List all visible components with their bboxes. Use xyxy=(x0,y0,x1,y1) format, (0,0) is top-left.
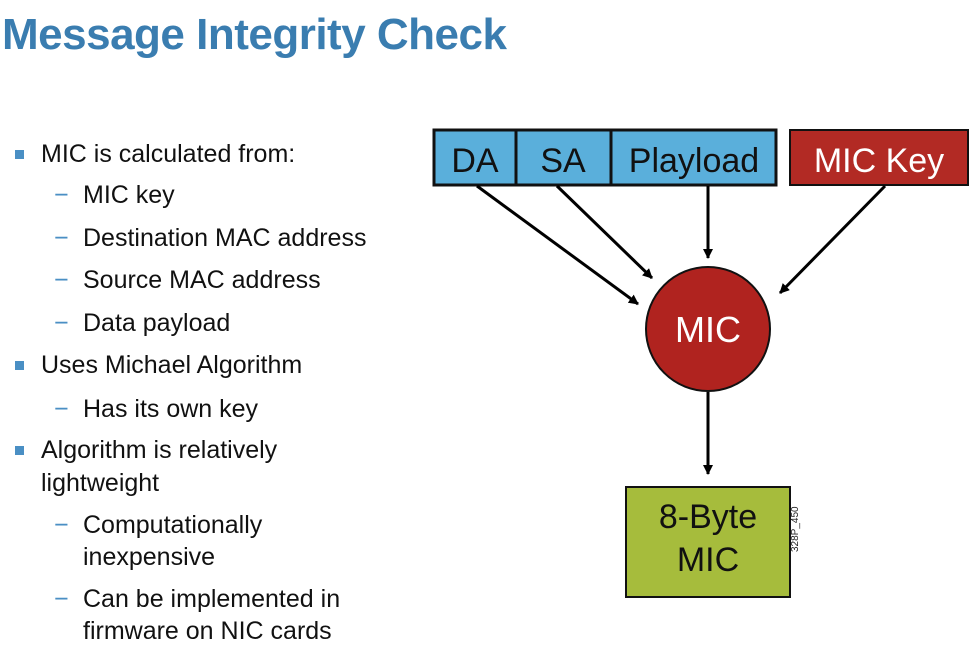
sub-bullet-item: − Source MAC address xyxy=(54,264,393,296)
dash-bullet-icon: − xyxy=(54,309,69,337)
dash-bullet-icon: − xyxy=(54,224,69,252)
square-bullet-icon xyxy=(15,361,24,370)
bullet-text: MIC is calculated from: xyxy=(41,140,296,168)
sub-bullet-item: − Computationally inexpensive xyxy=(54,509,303,573)
sub-bullet-text: Has its own key xyxy=(83,395,259,423)
sub-bullet-item: − Can be implemented in firmware on NIC … xyxy=(54,583,373,647)
square-bullet-icon xyxy=(15,150,24,159)
output-label-line2: MIC xyxy=(677,541,739,579)
dash-bullet-icon: − xyxy=(54,181,69,209)
sa-label: SA xyxy=(540,142,586,180)
da-label: DA xyxy=(451,142,499,180)
sub-bullet-item: − Data payload xyxy=(54,307,393,339)
sub-bullet-item: − Destination MAC address xyxy=(54,222,393,254)
frame-header: DA SA Playload xyxy=(432,128,778,187)
arrow-da-to-mic xyxy=(476,184,639,306)
mic-circle xyxy=(645,266,771,392)
mic-key-box xyxy=(789,129,969,186)
figure-code: 328P_450 xyxy=(790,506,801,552)
sub-bullet-text: Can be implemented in firmware on NIC ca… xyxy=(83,585,341,645)
sub-bullet-text: Source MAC address xyxy=(83,266,321,294)
bullet-text: Uses Michael Algorithm xyxy=(41,351,303,379)
bullet-item: MIC is calculated from: xyxy=(15,138,381,171)
dash-bullet-icon: − xyxy=(54,585,69,613)
output-box xyxy=(625,486,791,598)
sub-bullet-text: Data payload xyxy=(83,309,231,337)
sub-bullet-item: − Has its own key xyxy=(54,393,393,425)
slide-title: Message Integrity Check xyxy=(2,10,507,59)
sa-box xyxy=(514,128,613,187)
output-label-line1: 8-Byte xyxy=(659,498,757,536)
sub-bullet-text: Destination MAC address xyxy=(83,224,367,252)
payload-label: Playload xyxy=(629,142,759,180)
sub-bullet-item: − MIC key xyxy=(54,179,393,211)
payload-box xyxy=(609,128,778,187)
mic-circle-label: MIC xyxy=(675,309,741,350)
dash-bullet-icon: − xyxy=(54,395,69,423)
sub-bullet-text: MIC key xyxy=(83,181,175,209)
bullet-item: Uses Michael Algorithm xyxy=(15,349,381,382)
sub-bullet-text: Computationally inexpensive xyxy=(83,511,263,571)
dash-bullet-icon: − xyxy=(54,266,69,294)
dash-bullet-icon: − xyxy=(54,511,69,539)
square-bullet-icon xyxy=(15,446,24,455)
bullet-item: Algorithm is relatively lightweight xyxy=(15,434,331,500)
mic-key-label: MIC Key xyxy=(814,142,944,180)
arrow-sa-to-mic xyxy=(555,184,654,280)
arrow-key-to-mic xyxy=(778,184,887,295)
bullet-text: Algorithm is relatively lightweight xyxy=(41,436,278,497)
